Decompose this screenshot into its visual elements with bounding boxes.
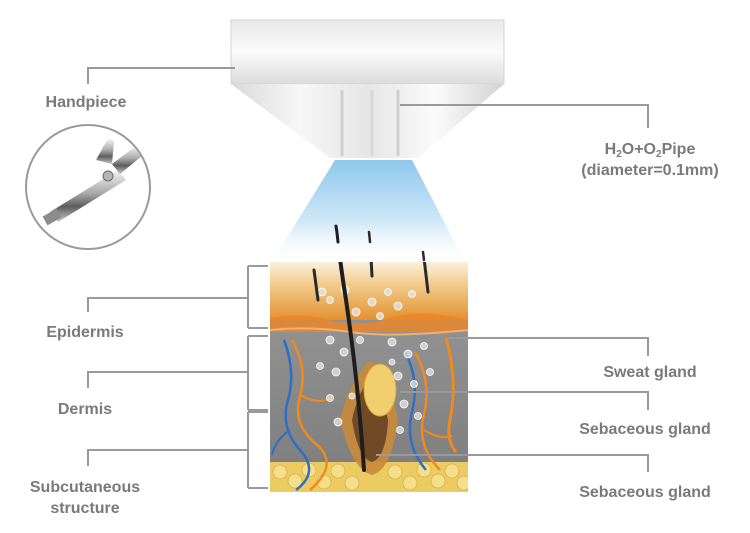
leader-sebaceous-1 [400, 391, 649, 410]
bracket-subcutaneous [247, 411, 268, 489]
leader-lines [87, 67, 649, 489]
leader-pipe [400, 104, 649, 128]
pipe-label: H2O+O2Pipe (diameter=0.1mm) [560, 139, 740, 181]
pipe-label-line2: (diameter=0.1mm) [581, 162, 719, 179]
leader-sweat-gland [448, 337, 649, 356]
airbrush-handpiece-icon [42, 139, 142, 226]
sebaceous-gland-label-2: Sebaceous gland [579, 484, 711, 501]
leader-epidermis [87, 297, 248, 312]
handpiece-label: Handpiece [45, 94, 127, 111]
handpiece-nozzle [230, 19, 505, 158]
pipe-label-line1: H2O+O2Pipe [604, 141, 696, 160]
leader-dermis [87, 371, 248, 388]
skin-cross-section [270, 262, 468, 492]
bracket-epidermis [247, 265, 268, 329]
epidermis-label: Epidermis [46, 324, 124, 341]
subcutaneous-label: Subcutaneous structure [10, 477, 160, 519]
handpiece-photo [25, 124, 151, 250]
leader-handpiece [87, 67, 235, 84]
sebaceous-gland-label-1: Sebaceous gland [579, 421, 711, 438]
bracket-dermis [247, 335, 268, 411]
subcutaneous-label-line2: structure [50, 500, 120, 517]
leader-sebaceous-2 [376, 454, 649, 472]
dermis-label: Dermis [57, 401, 113, 418]
sweat-gland-label: Sweat gland [603, 364, 697, 381]
leader-subcutaneous [87, 449, 248, 466]
mist-spray [272, 160, 465, 262]
subcutaneous-label-line1: Subcutaneous [29, 479, 141, 496]
